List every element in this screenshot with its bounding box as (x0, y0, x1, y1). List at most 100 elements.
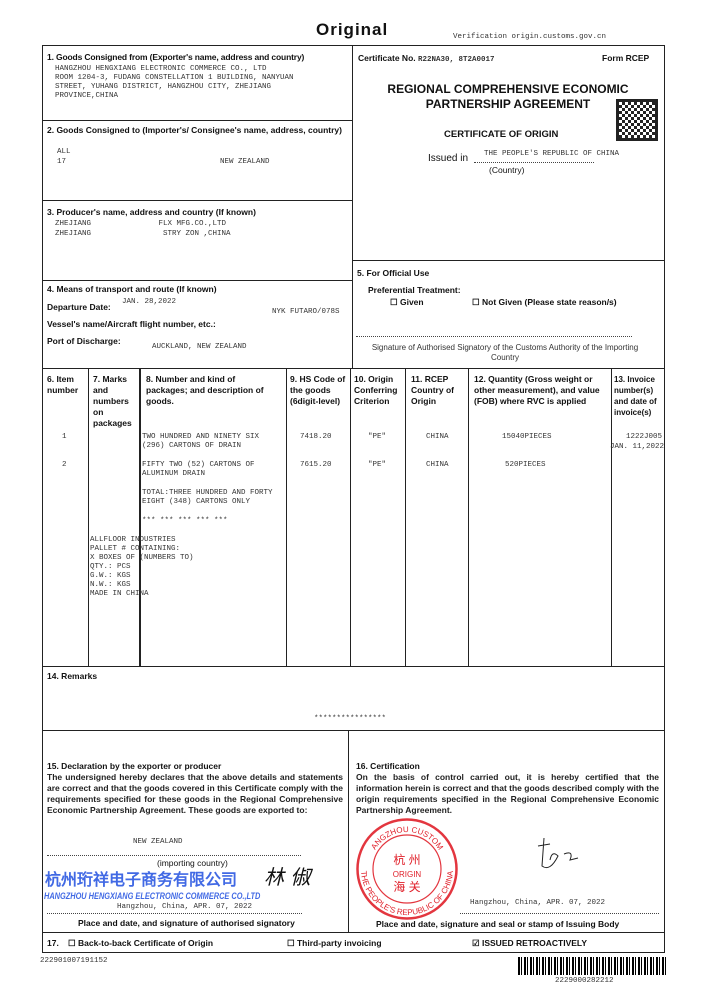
remarks-stars: **************** (314, 715, 387, 723)
col-item: 6. Item number (47, 374, 79, 395)
customs-signature-caption: Signature of Authorised Signatory of the… (371, 343, 639, 362)
country-caption: (Country) (489, 165, 525, 175)
not-given-checkbox[interactable]: ☐ Not Given (Please state reason/s) (472, 297, 617, 307)
row1-invoice: 1222J005 (626, 433, 663, 441)
divider (42, 368, 665, 370)
seal-cn-2: 海 关 (393, 879, 420, 894)
port-value: AUCKLAND, NEW ZEALAND (152, 343, 247, 351)
divider (88, 368, 90, 666)
issuer-signature (537, 837, 579, 869)
vessel-value: NYK FUTARO/078S (272, 308, 340, 316)
divider (42, 932, 665, 934)
agreement-title-2: PARTNERSHIP AGREEMENT (425, 97, 591, 111)
box4-label: 4. Means of transport and route (If know… (47, 284, 217, 294)
customs-seal: HANGZHOU CUSTOMS THE PEOPLE'S REPUBLIC O… (356, 818, 458, 920)
seal-cn-1: 杭 州 (393, 852, 420, 867)
box1-label: 1. Goods Consigned from (Exporter's name… (47, 52, 305, 62)
box15-label: 15. Declaration by the exporter or produ… (47, 761, 222, 771)
not-given-label: Not Given (Please state reason/s) (481, 297, 617, 307)
export-country: NEW ZEALAND (133, 838, 183, 846)
col-description: 8. Number and kind of packages; and desc… (146, 374, 264, 406)
back-to-back-label: Back-to-back Certificate of Origin (77, 938, 214, 948)
row1-criterion: "PE" (368, 433, 387, 441)
total-packages: TOTAL:THREE HUNDRED AND FORTY EIGHT (348… (142, 489, 273, 506)
divider (350, 368, 352, 666)
divider (352, 45, 354, 368)
exporter-line: PROVINCE,CHINA (55, 92, 119, 100)
exporter-line: HANGZHOU HENGXIANG ELECTRONIC COMMERCE C… (55, 65, 267, 73)
producer-line: ZHEJIANG FLX MFG.CO.,LTD (55, 220, 227, 228)
box5-label: 5. For Official Use (357, 268, 430, 278)
row2-quantity: 520PIECES (505, 461, 546, 469)
retroactive-checkbox[interactable]: ☑ ISSUED RETROACTIVELY (472, 938, 587, 948)
divider (468, 368, 470, 666)
exporter-signature: 林 俶 (264, 865, 311, 889)
exporter-line: ROOM 1204-3, FUDANG CONSTELLATION 1 BUIL… (55, 74, 294, 82)
row2-item: 2 (62, 461, 67, 469)
third-party-checkbox[interactable]: ☐ Third-party invoicing (287, 938, 382, 948)
end-stars: *** *** *** *** *** (142, 517, 228, 525)
certificate-of-origin-title: CERTIFICATE OF ORIGIN (444, 129, 559, 140)
verify-url: Verification origin.customs.gov.cn (453, 33, 607, 41)
certification-dots (460, 913, 659, 914)
port-label: Port of Discharge: (47, 336, 121, 346)
certification-text: On the basis of control carried out, it … (356, 772, 659, 815)
consignee-line1: ALL (57, 148, 71, 156)
row2-desc: FIFTY TWO (52) CARTONS OF ALUMINUM DRAIN (142, 461, 255, 478)
barcode (518, 957, 668, 975)
preferential-label: Preferential Treatment: (368, 285, 461, 295)
col-invoice: 13. Invoice number(s) and date of invoic… (614, 375, 657, 417)
divider (405, 368, 407, 666)
row1-country: CHINA (426, 433, 449, 441)
back-to-back-checkbox[interactable]: ☐ Back-to-back Certificate of Origin (68, 938, 214, 948)
divider (42, 666, 665, 668)
consignee-country: NEW ZEALAND (220, 158, 270, 166)
footer-code: 222901007191152 (40, 957, 108, 965)
row1-quantity: 15040PIECES (502, 433, 552, 441)
row2-hs: 7615.20 (300, 461, 332, 469)
declaration-text: The undersigned hereby declares that the… (47, 772, 343, 815)
departure-date: JAN. 28,2022 (122, 298, 177, 306)
declaration-caption: Place and date, and signature of authori… (78, 918, 295, 928)
shipping-marks: ALLFLOOR INDUSTRIES PALLET # CONTAINING:… (90, 536, 194, 598)
box2-label: 2. Goods Consigned to (Importer's/ Consi… (47, 125, 342, 135)
box14-label: 14. Remarks (47, 671, 98, 681)
col-criterion: 10. Origin Conferring Criterion (354, 374, 398, 406)
form-name: Form RCEP (602, 53, 650, 63)
issued-dots (474, 162, 594, 163)
certification-place-date: Hangzhou, China, APR. 07, 2022 (470, 899, 606, 907)
producer-line: ZHEJIANG STRY ZON ,CHINA (55, 230, 231, 238)
divider (42, 280, 352, 282)
vessel-label: Vessel's name/Aircraft flight number, et… (47, 319, 216, 329)
col-marks: 7. Marks and numbers on packages (93, 374, 132, 428)
qr-code (616, 99, 658, 141)
certificate-form (42, 45, 665, 953)
given-checkbox[interactable]: ☐ Given (390, 297, 424, 307)
divider (286, 368, 288, 666)
divider (139, 368, 141, 666)
company-stamp-en: HANGZHOU HENGXIANG ELECTRONIC COMMERCE C… (44, 891, 261, 901)
divider (348, 730, 350, 932)
declaration-place-date: Hangzhou, China, APR. 07, 2022 (117, 903, 253, 911)
col-hs-code: 9. HS Code of the goods (6digit-level) (290, 374, 346, 406)
departure-label: Departure Date: (47, 302, 111, 312)
retroactive-label: ISSUED RETROACTIVELY (481, 938, 587, 948)
col-quantity: 12. Quantity (Gross weight or other meas… (474, 374, 600, 406)
cert-number-label: Certificate No. (358, 53, 416, 63)
given-label: Given (399, 297, 424, 307)
issued-country: THE PEOPLE'S REPUBLIC OF CHINA (484, 150, 620, 158)
issued-in-label: Issued in (428, 153, 469, 164)
box16-label: 16. Certification (356, 761, 420, 771)
signature-dots (356, 336, 632, 337)
company-stamp-cn: 杭州珩祥电子商务有限公司 (45, 872, 238, 889)
document-title: Original (316, 20, 389, 39)
row1-desc: TWO HUNDRED AND NINETY SIX (296) CARTONS… (142, 433, 260, 450)
divider (42, 120, 352, 122)
declaration-dots (47, 913, 302, 914)
divider (42, 200, 352, 202)
row1-invoice-date: JAN. 11,2022 (610, 443, 665, 451)
agreement-title-1: REGIONAL COMPREHENSIVE ECONOMIC (387, 82, 629, 96)
exporter-details: HANGZHOU HENGXIANG ELECTRONIC COMMERCE C… (55, 65, 294, 101)
consignee-line2: 17 (57, 158, 67, 166)
row1-hs: 7418.20 (300, 433, 332, 441)
